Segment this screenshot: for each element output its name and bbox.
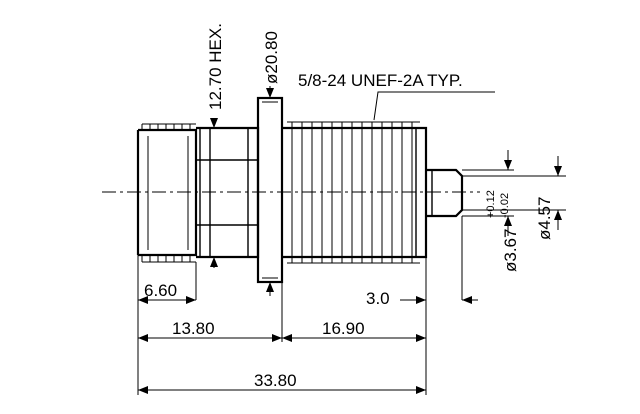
pin-tol-upper: +0.12 [485, 190, 497, 218]
overall-len-label: 33.80 [254, 371, 297, 390]
pin-len-label: 3.0 [366, 289, 390, 308]
connector-body [102, 96, 480, 284]
flange-dia-label: ø20.80 [262, 31, 281, 84]
dimension-lines [137, 86, 566, 395]
pin-dia-label: ø3.67 [501, 229, 520, 272]
left-len-label: 13.80 [172, 319, 215, 338]
right-len-label: 16.90 [322, 319, 365, 338]
tip-dia-label: ø4.57 [535, 197, 554, 240]
hex-label: 12.70 HEX. [206, 23, 225, 110]
front-len-label: 6.60 [144, 281, 177, 300]
pin-tol-lower: -0.02 [499, 193, 511, 218]
thread-label: 5/8-24 UNEF-2A TYP. [298, 71, 463, 90]
